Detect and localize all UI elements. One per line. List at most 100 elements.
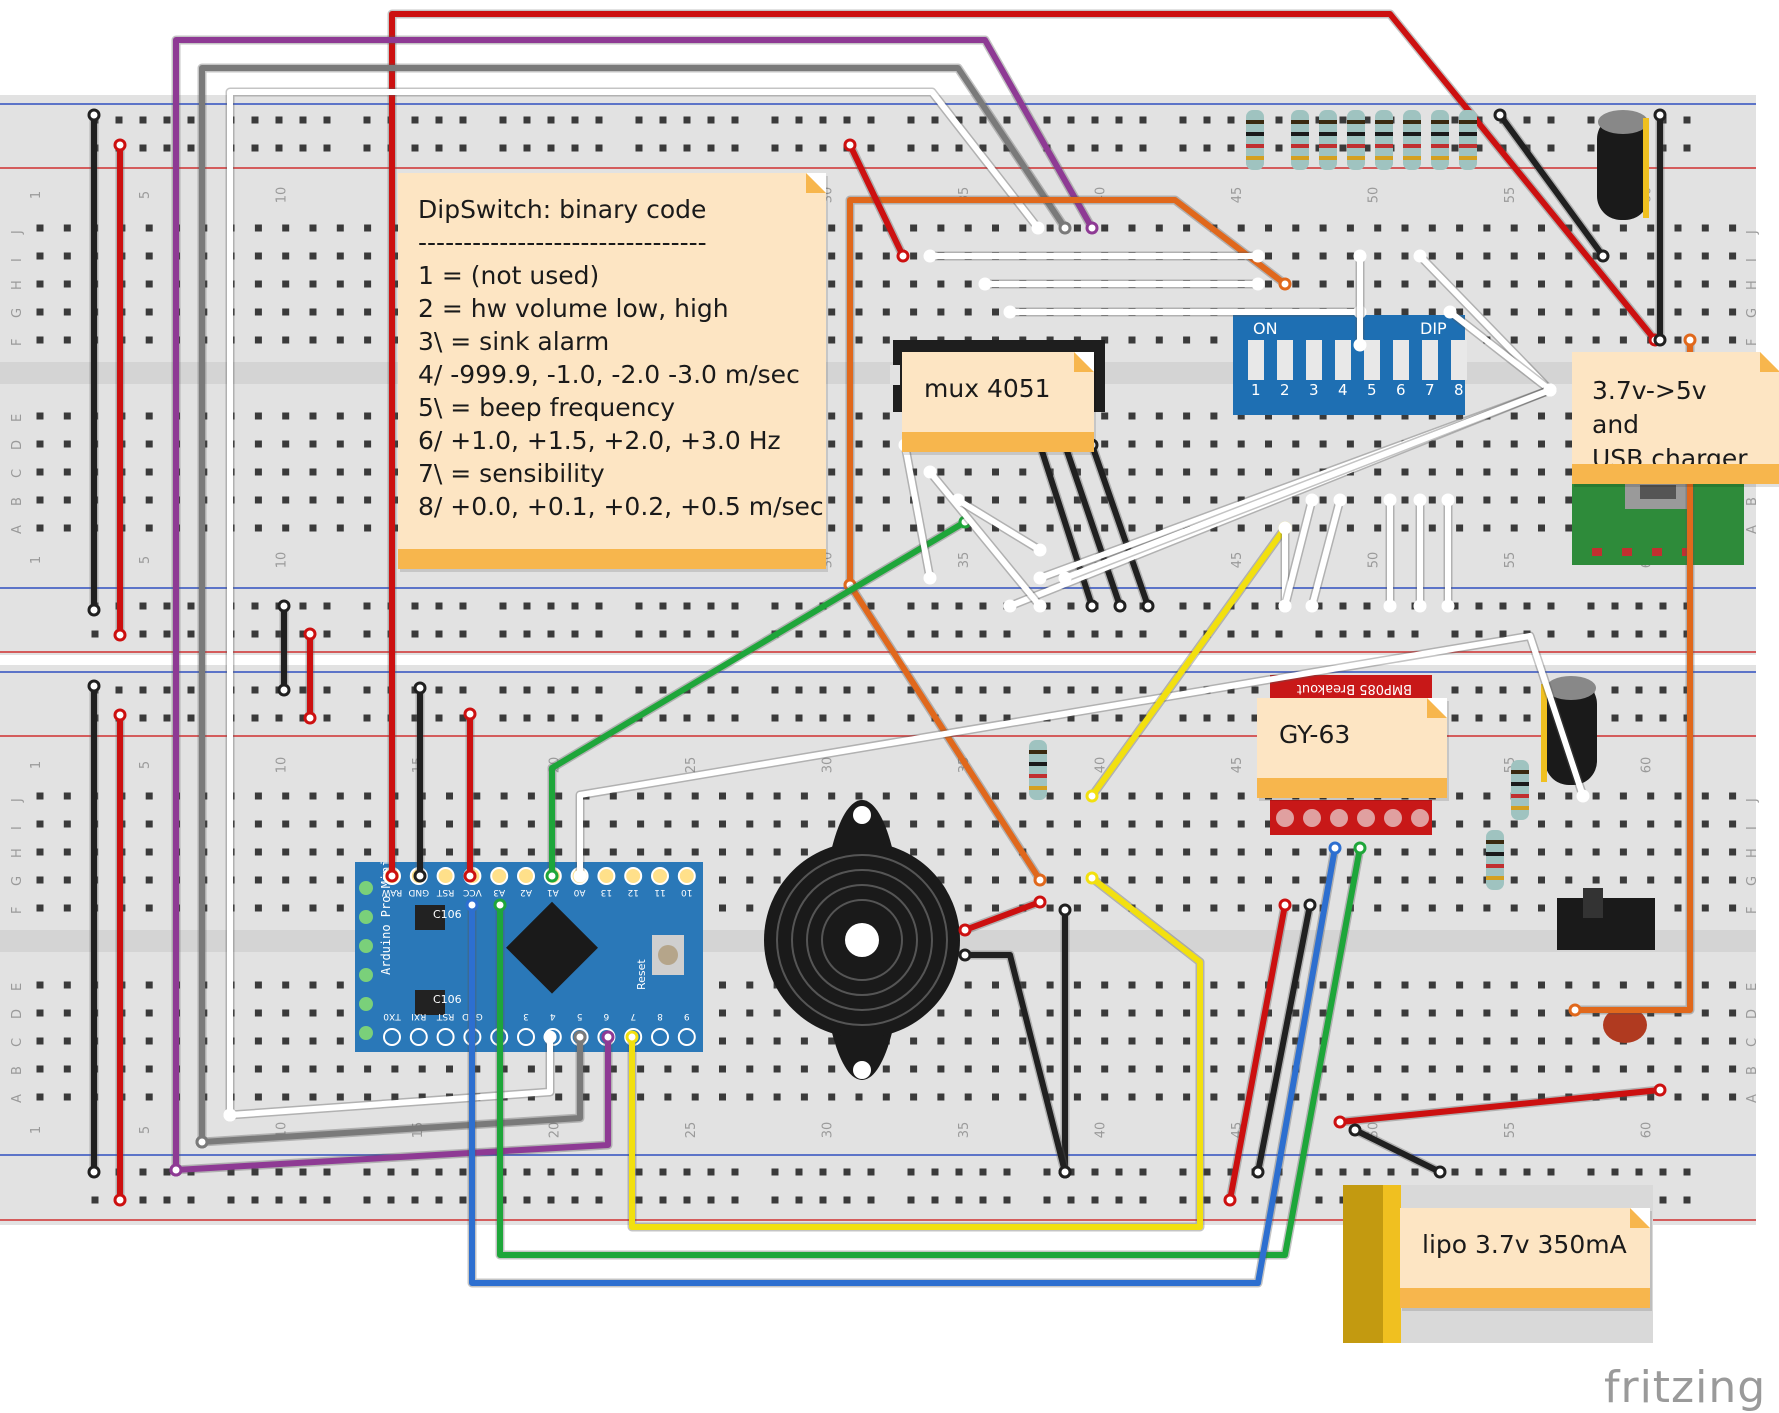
breadboard-hole <box>773 1065 781 1073</box>
breadboard-hole <box>910 1065 918 1073</box>
wire-end <box>923 465 937 479</box>
rail-hole <box>1611 630 1619 638</box>
slide-switch[interactable] <box>1557 888 1655 950</box>
breadboard-hole <box>1701 904 1709 912</box>
breadboard-hole <box>473 1065 481 1073</box>
breadboard-hole <box>1237 1037 1245 1045</box>
breadboard-hole <box>1346 981 1354 989</box>
breadboard-hole <box>1155 848 1163 856</box>
rail-hole <box>683 602 691 610</box>
rail-hole <box>867 116 875 124</box>
column-number: 5 <box>138 556 153 564</box>
wire-end <box>1353 338 1367 352</box>
breadboard-hole <box>1619 820 1627 828</box>
row-label: A <box>1745 525 1760 534</box>
resistor-band <box>1486 840 1504 844</box>
breadboard-hole <box>937 524 945 532</box>
rail-hole <box>1635 602 1643 610</box>
breadboard-hole <box>1592 1037 1600 1045</box>
breadboard-hole <box>1483 1009 1491 1017</box>
breadboard-hole <box>1483 440 1491 448</box>
breadboard-hole <box>1729 820 1737 828</box>
column-number: 35 <box>957 1122 972 1139</box>
breadboard-hole <box>145 1065 153 1073</box>
resistor <box>1375 110 1393 170</box>
breadboard-hole <box>910 280 918 288</box>
breadboard-hole <box>364 280 372 288</box>
rail-hole <box>1659 686 1667 694</box>
breadboard-hole <box>1701 1009 1709 1017</box>
arduino-pin-label: VCC <box>463 887 482 897</box>
wire-end <box>1303 898 1317 912</box>
rail-hole <box>435 144 443 152</box>
rail-hole <box>1003 116 1011 124</box>
wire <box>629 875 1203 1230</box>
breadboard-hole <box>746 1065 754 1073</box>
rail-hole <box>547 686 555 694</box>
breadboard-hole <box>1647 224 1655 232</box>
wire <box>389 11 1658 879</box>
breadboard-hole <box>1155 876 1163 884</box>
breadboard-hole <box>664 792 672 800</box>
wire <box>469 845 1338 1286</box>
wire <box>577 633 1586 879</box>
breadboard-hole <box>855 224 863 232</box>
breadboard-hole <box>1183 1093 1191 1101</box>
breadboard-hole <box>1183 412 1191 420</box>
rail-hole <box>843 686 851 694</box>
breadboard-hole <box>282 336 290 344</box>
breadboard-hole <box>309 308 317 316</box>
breadboard-hole <box>336 876 344 884</box>
breadboard-hole <box>309 792 317 800</box>
wire-end <box>1251 249 1265 263</box>
breadboard-hole <box>882 1093 890 1101</box>
breadboard-hole <box>145 440 153 448</box>
rail-hole <box>139 144 147 152</box>
breadboard-hole <box>145 792 153 800</box>
resistor-band <box>1375 144 1393 148</box>
breadboard-hole <box>828 1093 836 1101</box>
breadboard-hole <box>309 440 317 448</box>
breadboard-hole <box>773 792 781 800</box>
breadboard-hole <box>828 224 836 232</box>
breadboard-hole <box>63 252 71 260</box>
rail-hole <box>1203 1196 1211 1204</box>
breadboard-hole <box>145 252 153 260</box>
breadboard-hole <box>473 848 481 856</box>
wire-end <box>1383 599 1397 613</box>
breadboard-hole <box>282 904 290 912</box>
rail-hole <box>547 714 555 722</box>
wire-end <box>1251 277 1265 291</box>
rail-hole <box>1003 630 1011 638</box>
rail-hole <box>979 116 987 124</box>
breadboard-hole <box>609 848 617 856</box>
breadboard-hole <box>446 848 453 856</box>
breadboard-hole <box>1701 1037 1709 1045</box>
rail-hole <box>459 714 467 722</box>
rail-hole <box>1203 144 1211 152</box>
breadboard-hole <box>582 1065 590 1073</box>
breadboard-hole <box>882 440 890 448</box>
fritzing-logo: fritzing <box>1604 1362 1767 1413</box>
rail-hole <box>251 116 259 124</box>
rail-hole <box>411 1196 419 1204</box>
breadboard-hole <box>910 792 918 800</box>
breadboard-hole <box>882 496 890 504</box>
rail-hole <box>299 630 307 638</box>
breadboard-hole <box>773 1037 781 1045</box>
rail-hole <box>1659 714 1667 722</box>
rail-hole <box>299 686 307 694</box>
rail-hole <box>1523 602 1531 610</box>
breadboard-hole <box>1729 336 1737 344</box>
breadboard-hole <box>1210 1093 1218 1101</box>
wire-end <box>1278 599 1292 613</box>
rail-hole <box>1587 630 1595 638</box>
row-label: E <box>10 983 25 991</box>
rail-hole <box>731 144 739 152</box>
rail-hole <box>683 714 691 722</box>
rail-hole <box>1659 602 1667 610</box>
resistor-band <box>1029 786 1047 790</box>
breadboard-hole <box>1073 468 1081 476</box>
